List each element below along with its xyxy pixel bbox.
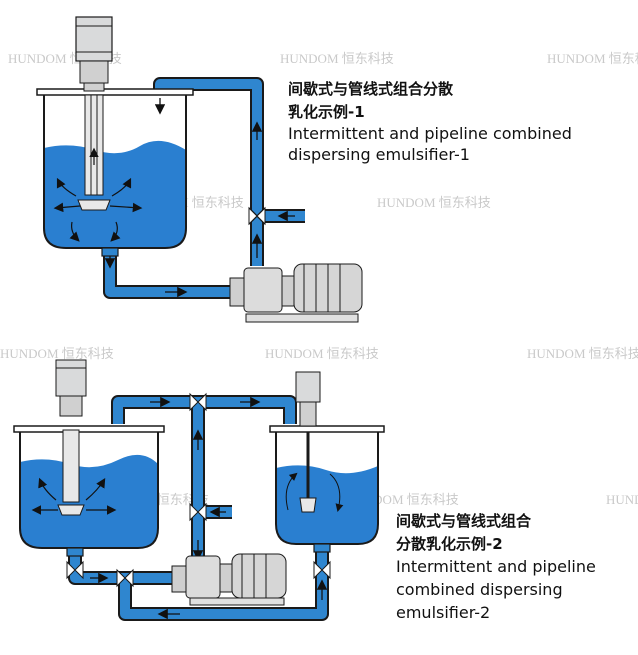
caption-line: dispersing emulsifier-1 <box>288 145 470 164</box>
diagram-2: 间歇式与管线式组合 分散乳化示例-2 Intermittent and pipe… <box>13 359 596 622</box>
watermark-text: HUNDOM 恒东科技 <box>280 51 394 66</box>
caption-line: 乳化示例-1 <box>288 103 365 121</box>
mixing-head-icon <box>299 497 317 513</box>
caption-1: 间歇式与管线式组合分散 乳化示例-1 Intermittent and pipe… <box>288 80 572 164</box>
holding-tank-right <box>269 425 385 553</box>
disperser-unit <box>75 16 113 211</box>
valve-icon <box>313 560 331 580</box>
valve-icon <box>189 392 207 412</box>
valve-icon <box>66 560 84 580</box>
caption-line: Intermittent and pipeline combined <box>288 124 572 143</box>
watermark-text: HUNDOM 恒东科技 <box>265 346 379 361</box>
diagram-1: 间歇式与管线式组合分散 乳化示例-1 Intermittent and pipe… <box>36 16 572 323</box>
watermark-text: HUNDOM 恒东科技 <box>606 492 638 507</box>
mixing-head-icon <box>77 199 111 211</box>
mixing-tank-left <box>13 425 165 557</box>
caption-line: 间歇式与管线式组合 <box>396 512 532 530</box>
watermark-text: HUNDOM 恒东科技 <box>0 346 114 361</box>
caption-2: 间歇式与管线式组合 分散乳化示例-2 Intermittent and pipe… <box>396 512 596 622</box>
mixing-tank <box>36 88 194 257</box>
circulation-arrows <box>31 477 117 515</box>
caption-line: emulsifier-2 <box>396 603 490 622</box>
motor-icon <box>55 359 87 397</box>
mixing-head-icon <box>57 504 85 516</box>
caption-line: combined dispersing <box>396 580 563 599</box>
caption-line: Intermittent and pipeline <box>396 557 596 576</box>
valve-icon <box>189 502 207 522</box>
motor-icon <box>75 16 113 62</box>
caption-line: 间歇式与管线式组合分散 <box>288 80 454 98</box>
watermark-text: HUNDOM 恒东科技 <box>527 346 638 361</box>
pump-icon <box>229 263 363 323</box>
pump-icon <box>171 553 287 606</box>
watermark-text: HUNDOM 恒东科技 <box>377 195 491 210</box>
valve-icon <box>116 568 134 588</box>
stirrer-unit-right <box>285 371 344 513</box>
circulation-arrows <box>53 147 143 242</box>
valve-icon <box>248 206 266 226</box>
caption-line: 分散乳化示例-2 <box>396 535 503 553</box>
disperser-unit-left <box>55 359 87 516</box>
motor-icon <box>295 371 321 403</box>
watermark-text: HUNDOM 恒东科技 <box>547 51 638 66</box>
